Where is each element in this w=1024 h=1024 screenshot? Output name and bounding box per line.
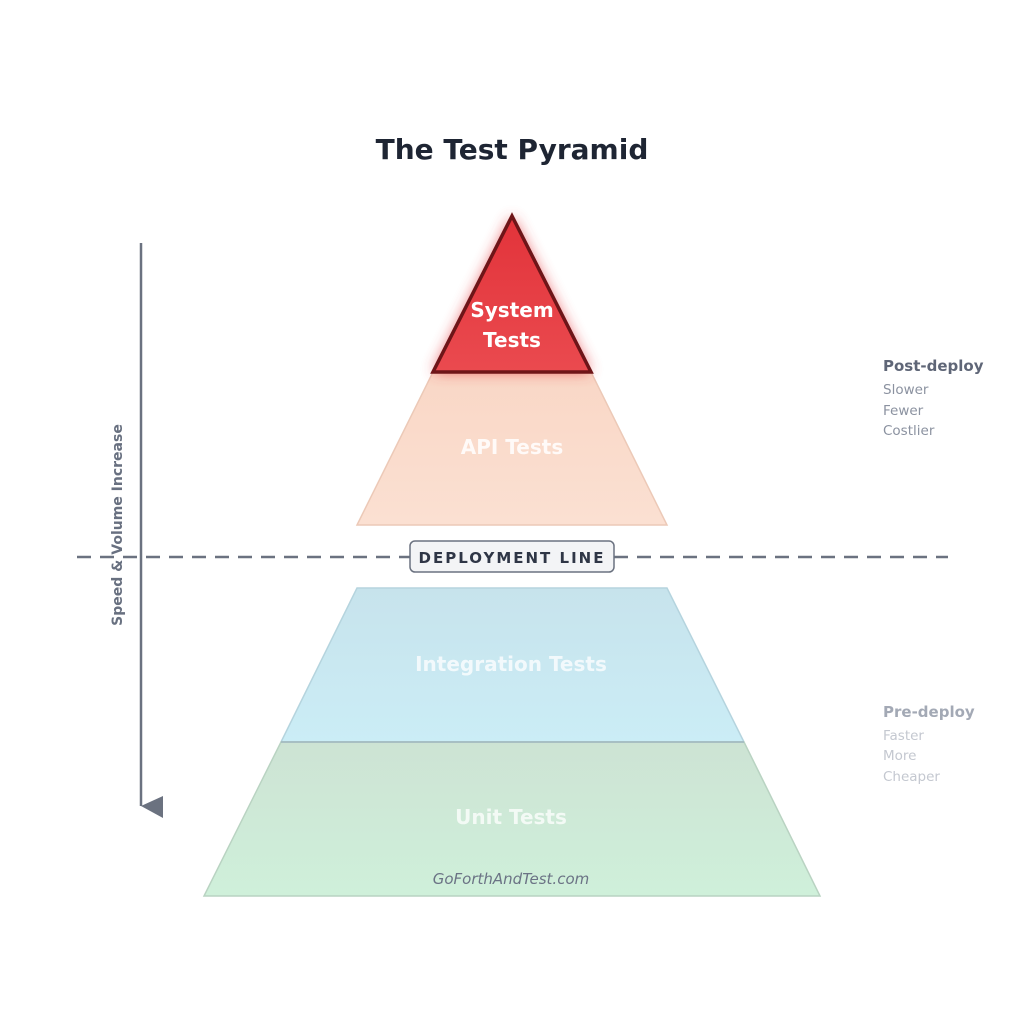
system-tests-label-line2: Tests xyxy=(483,328,541,352)
speed-volume-axis: Speed & Volume Increase xyxy=(110,243,163,818)
post-deploy-item: Fewer xyxy=(883,403,924,419)
system-tests-tier xyxy=(430,212,594,374)
pre-deploy-item: More xyxy=(883,748,916,764)
api-tests-label: API Tests xyxy=(461,435,563,459)
pre-deploy-notes: Pre-deploy Faster More Cheaper xyxy=(883,703,975,785)
post-deploy-item: Costlier xyxy=(883,423,935,439)
unit-tests-label: Unit Tests xyxy=(455,805,567,829)
deployment-line-label: DEPLOYMENT LINE xyxy=(419,549,606,567)
watermark: GoForthAndTest.com xyxy=(433,870,590,888)
pre-deploy-heading: Pre-deploy xyxy=(883,703,975,721)
post-deploy-notes: Post-deploy Slower Fewer Costlier xyxy=(883,357,984,439)
axis-label: Speed & Volume Increase xyxy=(110,424,126,626)
post-deploy-item: Slower xyxy=(883,382,929,398)
integration-tests-label: Integration Tests xyxy=(415,652,607,676)
page-title: The Test Pyramid xyxy=(376,133,649,166)
pre-deploy-item: Faster xyxy=(883,728,924,744)
pre-deploy-item: Cheaper xyxy=(883,769,940,785)
deployment-line: DEPLOYMENT LINE xyxy=(77,540,948,573)
axis-arrowhead-icon xyxy=(141,796,163,818)
deployment-line-badge xyxy=(409,540,615,573)
system-tests-label: System xyxy=(470,298,553,322)
post-deploy-heading: Post-deploy xyxy=(883,357,984,375)
